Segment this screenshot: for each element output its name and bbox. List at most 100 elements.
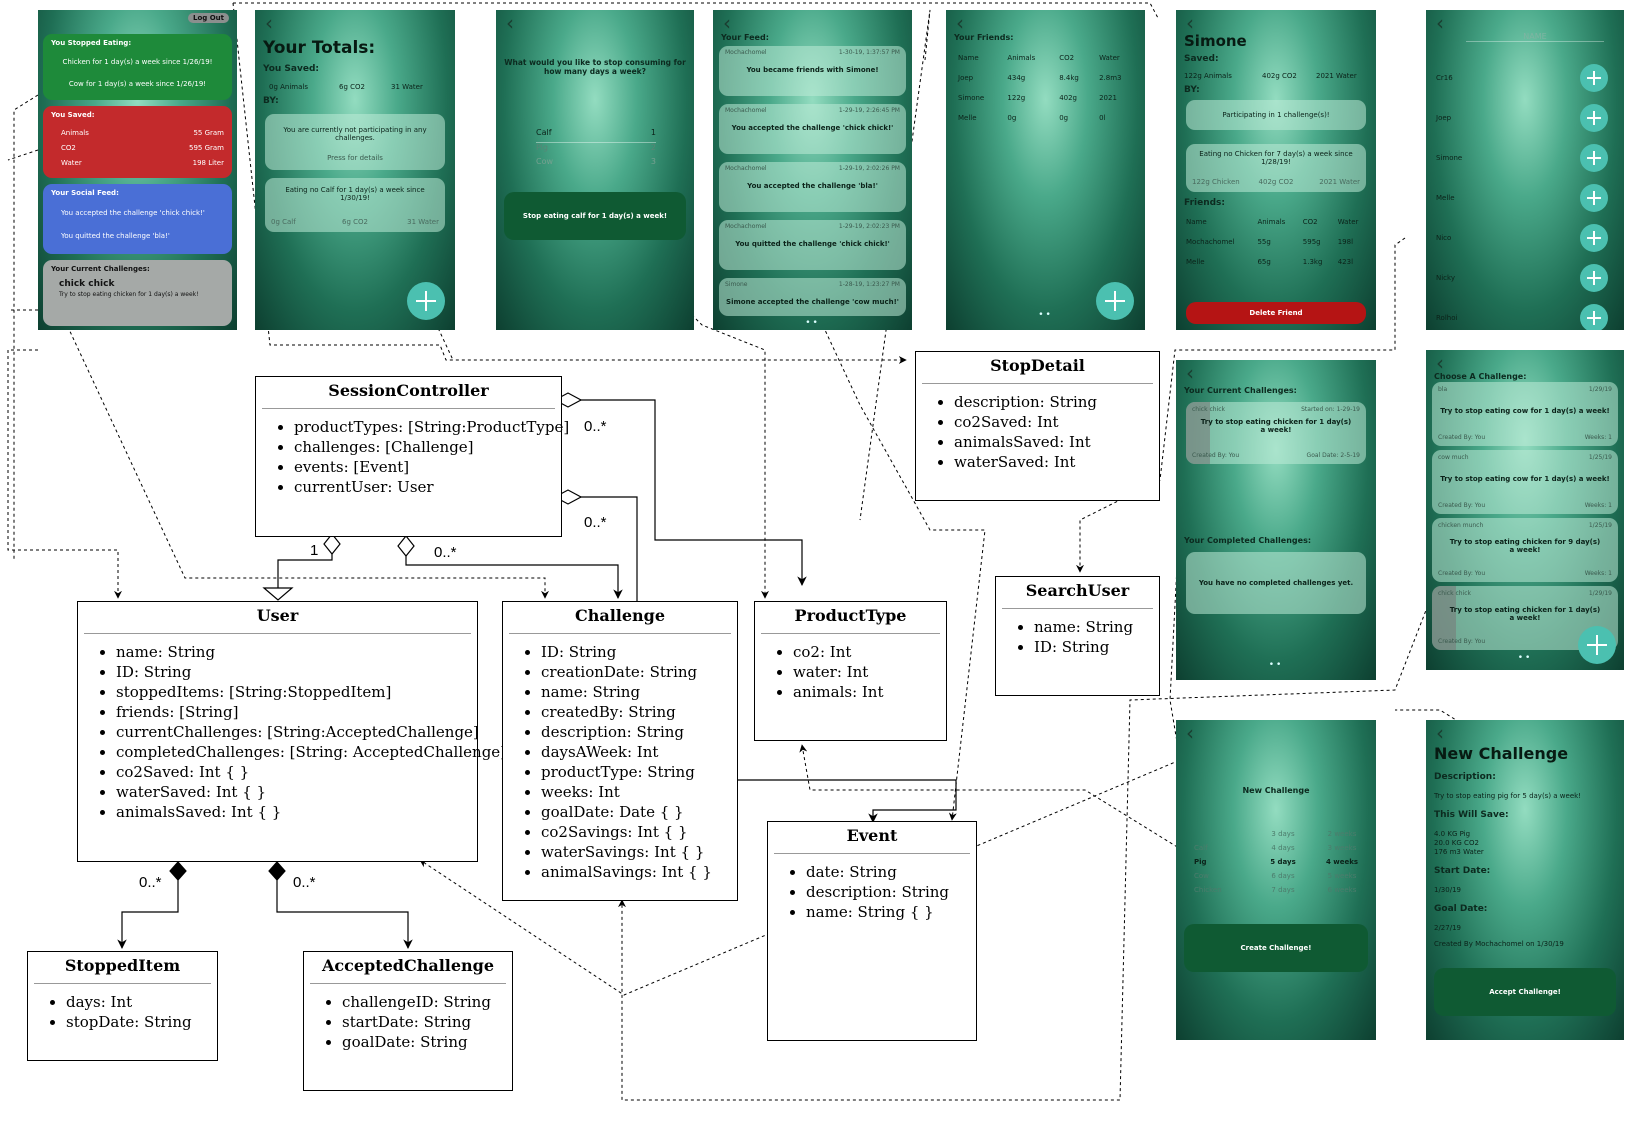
picker-option: 3 days [1271,830,1295,838]
class-attribute: water: Int [793,662,940,682]
stop-eating-button[interactable]: Stop eating calf for 1 day(s) a week! [504,192,686,240]
participation-card[interactable]: You are currently not participating in a… [265,114,445,170]
class-event: Event date: String description: String n… [767,821,977,1041]
back-icon[interactable]: ‹ [1436,11,1444,35]
feed-item[interactable]: Mochachomel 1-29-19, 2:26:45 PM You acce… [719,104,906,154]
create-challenge-button[interactable]: Create Challenge! [1184,924,1368,972]
table-cell: 0g [1007,114,1017,122]
challenge-item[interactable]: bla 1/29/19 Try to stop eating cow for 1… [1432,382,1618,446]
add-user-icon[interactable] [1580,264,1608,292]
back-icon[interactable]: ‹ [1186,11,1194,35]
challenge-description: Try to stop eating chicken for 1 day(s) … [1449,606,1601,622]
column-header: Water [1337,218,1359,226]
class-searchuser: SearchUser name: String ID: String [995,576,1160,696]
will-save-value: 20.0 KG CO2 [1434,839,1479,847]
delete-friend-button[interactable]: Delete Friend [1186,302,1366,324]
add-user-icon[interactable] [1580,64,1608,92]
class-name: AcceptedChallenge [321,956,495,975]
table-row[interactable]: Joep 434g 8.4kg 2.8m3 [954,68,1139,88]
table-cell: 2.8m3 [1099,74,1122,82]
user-name: Joep [1436,114,1452,122]
column-header: Name [1186,218,1207,226]
picker-option: 5 days [1270,858,1296,866]
feed-item[interactable]: Mochachomel 1-29-19, 2:02:26 PM You acce… [719,162,906,212]
by-label: BY: [1184,85,1200,95]
current-challenges-section[interactable]: Your Current Challenges: chick chick Try… [43,260,232,326]
section-title: Your Current Challenges: [1184,386,1297,395]
composition-diamond [268,861,286,881]
add-user-icon[interactable] [1580,304,1608,330]
dashed-home-left-1 [13,94,39,560]
back-icon[interactable]: ‹ [1436,721,1444,745]
open-arrow [262,587,294,601]
logout-button[interactable]: Log Out [188,13,229,23]
screen-title: Your Feed: [721,33,769,42]
user-name: Simone [1436,154,1463,162]
class-attribute: currentChallenges: [String:AcceptedChall… [116,722,479,742]
back-icon[interactable]: ‹ [506,11,514,35]
stopped-card[interactable]: Eating no Calf for 1 day(s) a week since… [265,178,445,232]
section-title: Your Current Challenges: [51,265,150,273]
class-attribute: ID: String [1034,637,1153,657]
back-icon[interactable]: ‹ [1186,721,1194,745]
table-cell: Melle [958,114,977,122]
table-row[interactable]: Melle 65g 1.3kg 423l [1182,252,1370,272]
add-user-icon[interactable] [1580,144,1608,172]
weeks-picker[interactable]: 2 weeks 3 weeks 4 weeks 5 weeks 6 weeks [1316,830,1368,900]
picker-row: Pig 2 [536,143,656,157]
details-link[interactable]: Press for details [327,154,383,162]
class-attribute: animalSavings: Int { } [541,862,731,882]
table-row[interactable]: Simone 122g 402g 2021 [954,88,1139,108]
back-icon[interactable]: ‹ [723,11,731,35]
challenge-item[interactable]: chicken munch 1/25/19 Try to stop eating… [1432,518,1618,582]
user-accepted-line [276,880,413,949]
add-friend-icon[interactable] [1096,282,1134,320]
class-name: SearchUser [1025,581,1130,600]
product-picker[interactable]: Calf Pig Cow Chicken [1194,844,1244,900]
screen-friend-profile: ‹ Simone Saved: 122g Animals 402g CO2 20… [1176,10,1376,330]
class-attribute: co2Saved: Int { } [116,762,471,782]
stopped-card[interactable]: Eating no Chicken for 7 day(s) a week si… [1186,144,1366,192]
picker-option: Pig [536,143,548,152]
participation-card[interactable]: Participating in 1 challenge(s)! [1186,100,1366,130]
feed-item[interactable]: Mochachomel 1-29-19, 2:02:23 PM You quit… [719,220,906,270]
saved-value: 122g Animals [1184,72,1232,80]
table-row[interactable]: Melle 0g 0g 0l [954,108,1139,128]
accept-challenge-button[interactable]: Accept Challenge! [1434,968,1616,1016]
class-attribute: ID: String [541,642,731,662]
days-picker[interactable]: 3 days 4 days 5 days 6 days 7 days [1258,830,1308,900]
multiplicity-label: 1 [310,542,319,559]
search-input[interactable]: NAME [1466,32,1604,42]
class-name: User [256,606,299,625]
column-header: Name [958,54,979,62]
screen-title: Your Totals: [263,38,376,58]
back-icon[interactable]: ‹ [1186,361,1194,385]
challenge-card[interactable]: chick chick Started on: 1-29-19 Try to s… [1186,402,1366,464]
back-icon[interactable]: ‹ [1436,351,1444,375]
add-user-icon[interactable] [1580,104,1608,132]
user-name: Melle [1436,194,1455,202]
created-by-text: Created By Mochachomel on 1/30/19 [1434,940,1564,948]
picker[interactable]: Calf 1 Pig 2 Cow 3 [536,128,656,171]
table-row[interactable]: Mochachomel 55g 595g 198l [1182,232,1370,252]
feed-date: 1-29-19, 2:02:23 PM [838,223,900,230]
will-save-label: This Will Save: [1434,810,1509,820]
user-name: Nicky [1436,274,1455,282]
page-indicator: •• [1517,653,1533,663]
challenge-creator: Created By: You [1438,502,1486,509]
challenge-item[interactable]: cow much 1/25/19 Try to stop eating cow … [1432,450,1618,514]
add-icon[interactable] [407,282,445,320]
add-challenge-icon[interactable] [1578,626,1616,664]
back-icon[interactable]: ‹ [956,11,964,35]
back-icon[interactable]: ‹ [265,11,273,35]
feed-user: Mochachomel [725,107,767,114]
add-user-icon[interactable] [1580,184,1608,212]
feed-item[interactable]: Mochachomel 1-30-19, 1:37:57 PM You beca… [719,46,906,96]
feed-item[interactable]: Simone 1-28-19, 1:23:27 PM Simone accept… [719,278,906,316]
question-text: What would you like to stop consuming fo… [504,58,686,76]
add-user-icon[interactable] [1580,224,1608,252]
aggregation-diamond [323,533,341,555]
screen-title: Choose A Challenge: [1434,372,1527,381]
picker-option: 4 weeks [1325,858,1359,866]
class-attribute: creationDate: String [541,662,731,682]
